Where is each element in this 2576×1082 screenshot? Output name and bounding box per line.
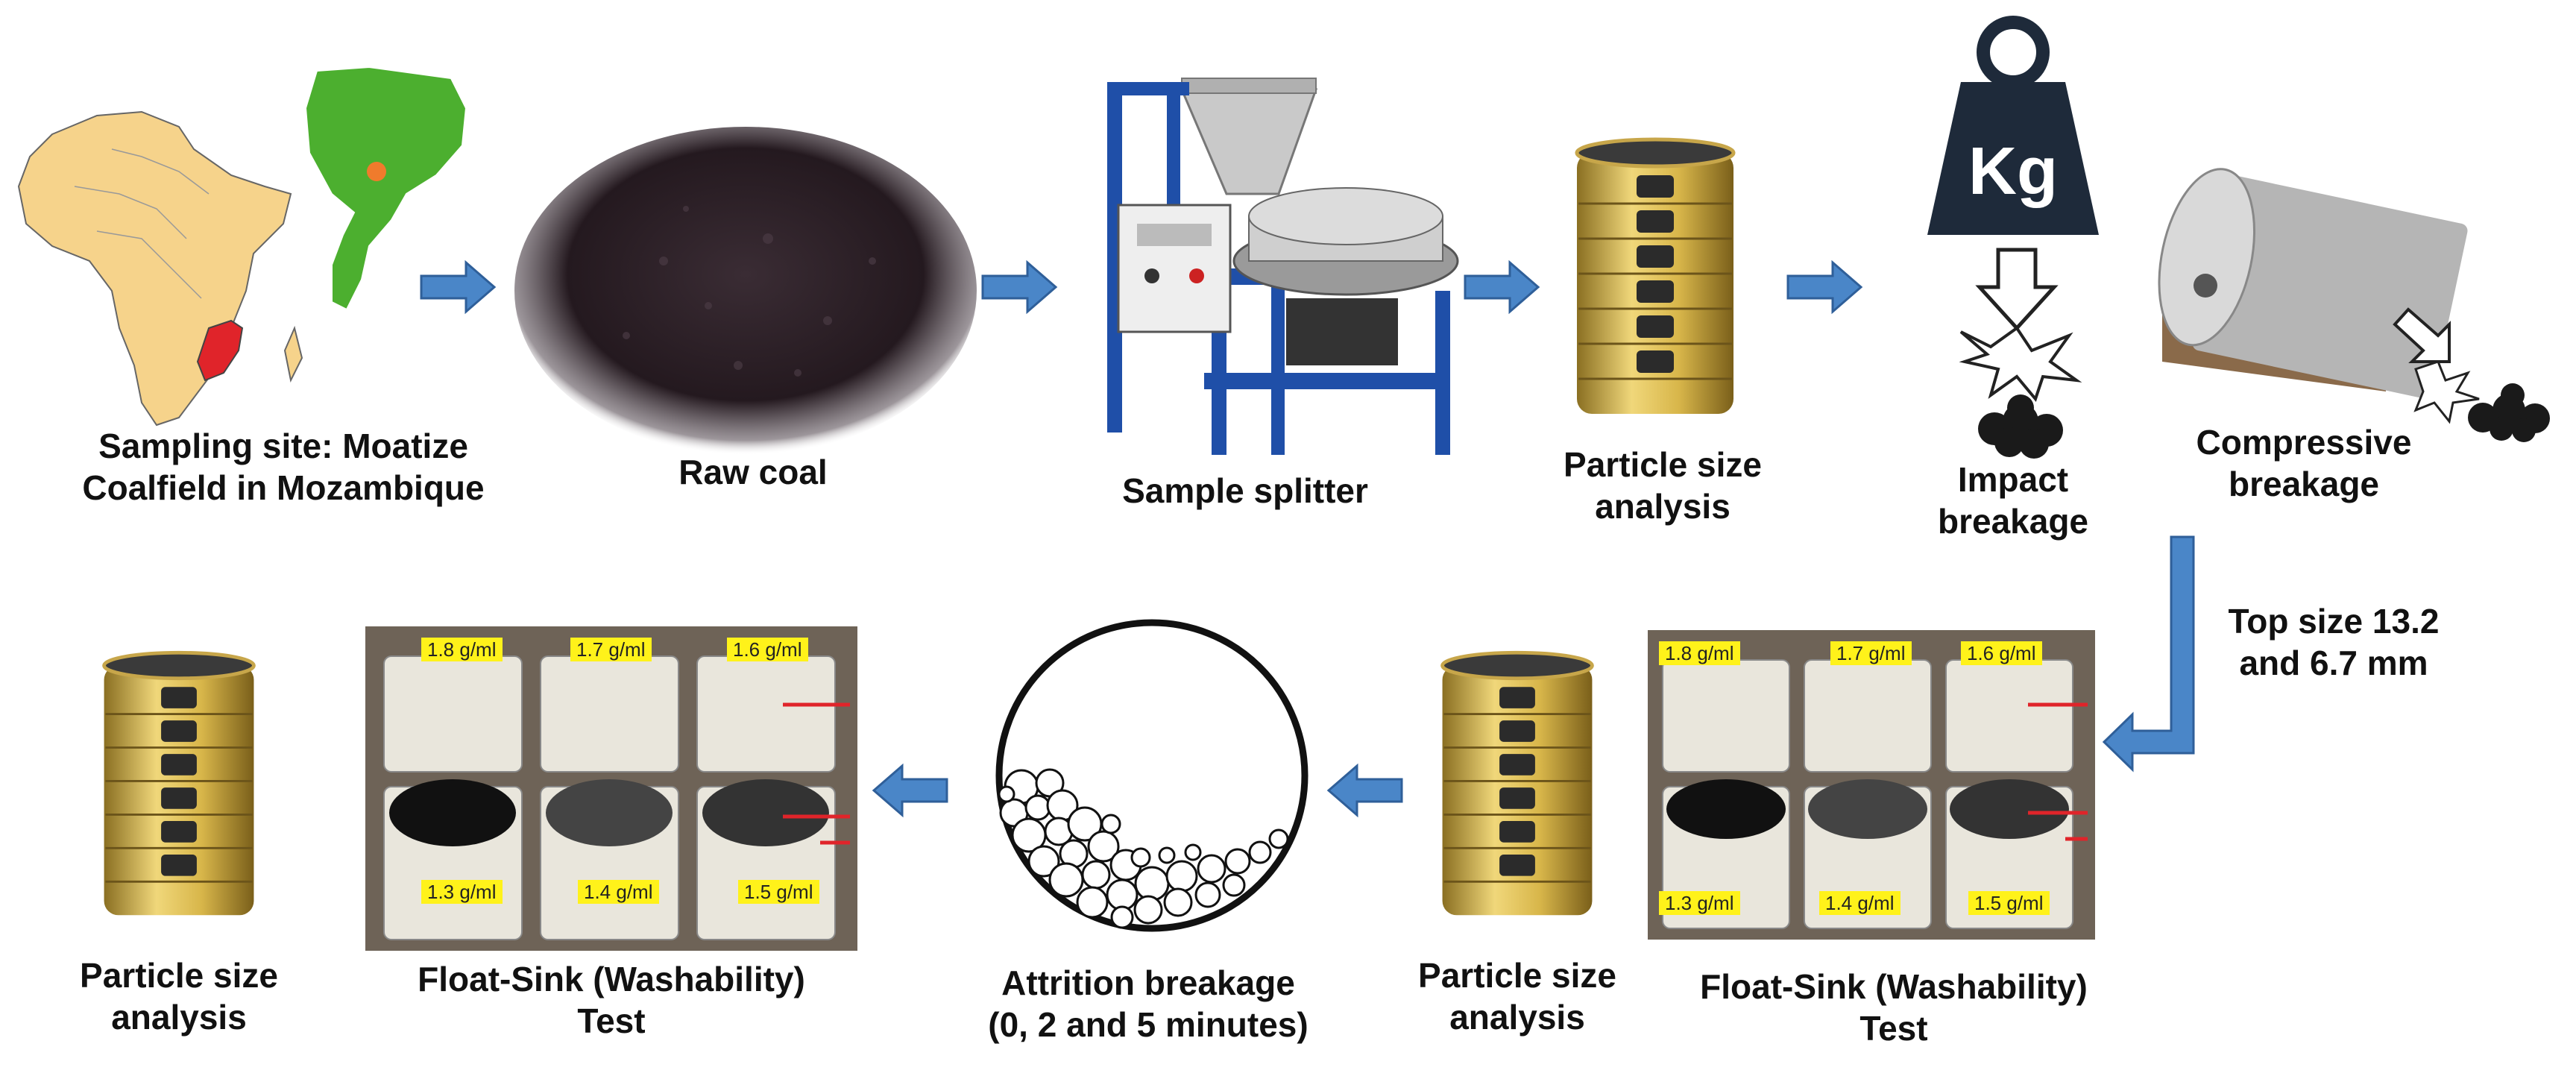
grinding-ball <box>1158 846 1176 864</box>
density-label-1-4-right: 1.4 g/ml <box>1819 891 1900 915</box>
flow-arrow-6 <box>872 763 948 818</box>
label-raw-coal: Raw coal <box>678 453 828 491</box>
grinding-ball <box>1110 905 1134 929</box>
mozambique-map <box>304 66 467 311</box>
weight-icon: Kg <box>1927 16 2099 235</box>
africa-continent <box>17 110 292 427</box>
grinding-ball <box>1087 830 1120 863</box>
flow-arrow-1 <box>420 260 497 315</box>
label-psa-bottom-mid: Particle size analysis <box>1418 956 1616 1037</box>
flow-arrow-elbow <box>2102 535 2195 773</box>
flow-arrow-2 <box>981 260 1058 315</box>
attrition-mill-diagram <box>995 619 1309 932</box>
label-impact-breakage: Impact breakage <box>1937 460 2088 541</box>
flow-arrow-3 <box>1464 260 1540 315</box>
grinding-ball <box>1194 881 1221 908</box>
label-sampling-site: Sampling site: Moatize Coalfield in Moza… <box>82 427 485 507</box>
africa-map <box>17 110 303 427</box>
density-label-1-6-right: 1.6 g/ml <box>1961 641 2042 665</box>
sample-splitter-image <box>1107 78 1459 455</box>
grinding-ball <box>1081 860 1111 890</box>
label-psa-top: Particle size analysis <box>1563 445 1762 526</box>
grinding-ball <box>998 785 1015 803</box>
grinding-ball <box>1248 840 1272 864</box>
moatize-marker <box>367 162 386 181</box>
density-label-1-8-left: 1.8 g/ml <box>421 638 503 661</box>
grinding-ball <box>1224 848 1251 875</box>
label-psa-bottom-left: Particle size analysis <box>80 956 278 1037</box>
sieve-stack-top <box>1575 137 1736 414</box>
weight-label: Kg <box>1968 134 2058 209</box>
grinding-ball <box>1184 843 1202 861</box>
label-attrition: Attrition breakage (0, 2 and 5 minutes) <box>988 963 1309 1044</box>
grinding-ball <box>1222 873 1246 897</box>
grinding-ball <box>1134 866 1170 902</box>
raw-coal-image <box>514 127 977 455</box>
mozambique-highlight <box>196 319 244 382</box>
grinding-ball <box>1076 886 1109 919</box>
density-label-1-7-right: 1.7 g/ml <box>1830 641 1912 665</box>
density-label-1-3-left: 1.3 g/ml <box>421 880 503 904</box>
density-label-1-6-left: 1.6 g/ml <box>727 638 808 661</box>
sieve-stack-bottom-left <box>102 650 256 916</box>
grinding-ball <box>1106 878 1139 911</box>
impact-burst-icon <box>1959 248 2082 459</box>
sieve-stack-bottom-mid <box>1440 650 1594 916</box>
grinding-ball <box>1100 814 1121 834</box>
grinding-ball <box>1163 887 1193 917</box>
grinding-ball <box>1048 862 1084 898</box>
density-label-1-5-left: 1.5 g/ml <box>738 880 819 904</box>
flow-arrow-5 <box>1326 763 1403 818</box>
grinding-ball <box>1027 845 1060 878</box>
flow-arrow-4 <box>1786 260 1863 315</box>
density-label-1-8-right: 1.8 g/ml <box>1659 641 1740 665</box>
label-top-size: Top size 13.2 and 6.7 mm <box>2228 602 2440 682</box>
grinding-ball <box>1024 794 1051 821</box>
density-label-1-4-left: 1.4 g/ml <box>578 880 659 904</box>
grinding-ball <box>1130 847 1151 868</box>
density-label-1-7-left: 1.7 g/ml <box>570 638 652 661</box>
label-float-sink-left: Float-Sink (Washability) Test <box>418 960 805 1040</box>
grinding-ball <box>1133 895 1163 925</box>
density-label-1-5-right: 1.5 g/ml <box>1968 891 2050 915</box>
roller-image <box>2158 168 2550 442</box>
grinding-ball <box>1268 828 1289 849</box>
grinding-ball <box>1197 854 1226 884</box>
density-label-1-3-right: 1.3 g/ml <box>1659 891 1740 915</box>
label-sample-splitter: Sample splitter <box>1122 471 1368 510</box>
float-sink-photo-right <box>1648 630 2095 940</box>
label-compressive-breakage: Compressive breakage <box>2196 423 2412 503</box>
grinding-ball <box>1165 860 1198 893</box>
label-float-sink-right: Float-Sink (Washability) Test <box>1700 967 2088 1048</box>
